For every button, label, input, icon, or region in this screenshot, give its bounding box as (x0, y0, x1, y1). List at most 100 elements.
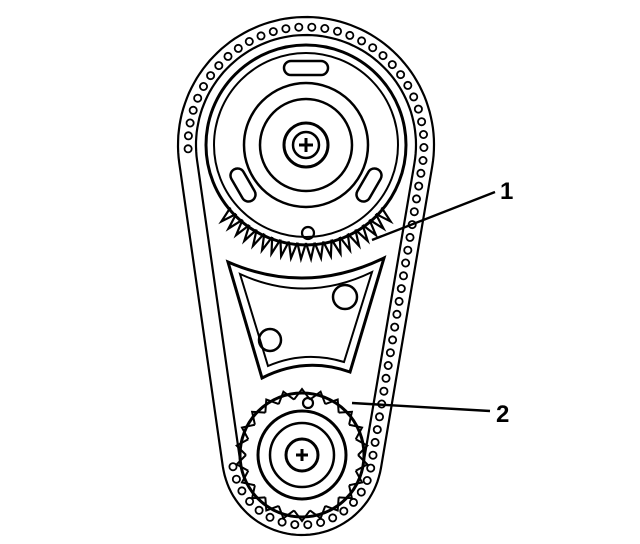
chain-link-roller (339, 506, 349, 516)
chain-link-roller (409, 207, 419, 217)
chain-link-roller (214, 61, 224, 71)
chain-guide (225, 255, 387, 381)
cam-timing-mark (300, 225, 316, 241)
chain-link-roller (244, 37, 254, 47)
chain-link-roller (398, 271, 408, 281)
chain-link-roller (403, 80, 413, 90)
callout-2: 2 (351, 401, 509, 428)
chain-link-roller (303, 520, 313, 530)
chain-link-roller (396, 70, 406, 80)
cam-bolt-washer (291, 130, 321, 160)
guide-bolt-hole-1 (331, 283, 359, 311)
chain-link-roller (356, 487, 366, 497)
chain-link-roller (411, 194, 421, 204)
cam-slot-left (229, 167, 257, 203)
chain-link-roller (374, 412, 384, 422)
chain-link-roller (385, 348, 395, 358)
chain-link-roller (183, 144, 193, 154)
chain-link-roller (328, 513, 338, 523)
chain-link-roller (387, 60, 397, 70)
guide-bolt-hole-2 (257, 327, 283, 353)
chain-link-roller (416, 168, 426, 178)
chain-link-roller (193, 93, 203, 103)
chain-link-roller (265, 512, 275, 522)
guide-plate (225, 255, 387, 381)
crank-bolt-head (284, 437, 320, 473)
cam-hub-outer (242, 81, 370, 209)
chain-link-roller (332, 26, 342, 36)
crank-hub-inner (268, 421, 336, 489)
crankshaft-sprocket (235, 387, 369, 523)
cam-bolt-head (282, 121, 330, 169)
chain-link-roller (368, 43, 378, 53)
chain-link-roller (378, 51, 388, 61)
chain-link-roller (379, 386, 389, 396)
cam-bolt-cross (299, 138, 313, 152)
chain-link-roller (231, 474, 241, 484)
guide-plate-inner (238, 270, 374, 368)
chain-link-roller (188, 105, 198, 115)
chain-link-roller (268, 27, 278, 37)
chain-link-roller (183, 131, 193, 141)
crank-hub-outer (256, 409, 348, 501)
camshaft-sprocket (204, 43, 408, 264)
chain-link-roller (401, 258, 411, 268)
chain-link-roller (414, 181, 424, 191)
chain-link-roller (281, 24, 291, 34)
callout-2-label: 2 (496, 401, 509, 428)
chain-link-roller (396, 284, 406, 294)
chain-link-roller (419, 142, 429, 152)
cam-slot-right (355, 167, 383, 203)
chain-link-roller (320, 23, 330, 33)
chain-link-roller (394, 296, 404, 306)
chain-link-roller (366, 463, 376, 473)
cam-sprocket-teeth (218, 206, 394, 264)
chain-link-roller (381, 373, 391, 383)
chain-link-roller (206, 71, 216, 81)
crank-bolt-cross (296, 449, 308, 461)
chain-link-roller (254, 505, 264, 515)
chain-link-roller (245, 496, 255, 506)
crank-timing-mark (301, 396, 315, 410)
chain-link-roller (390, 322, 400, 332)
chain-link-roller (277, 517, 287, 527)
chain-link-roller (370, 437, 380, 447)
chain-link-roller (294, 22, 304, 32)
chain-link-roller (348, 497, 358, 507)
chain-link-roller (413, 104, 423, 114)
chain-link-roller (368, 450, 378, 460)
chain-link-roller (198, 82, 208, 92)
cam-hub-inner (258, 97, 354, 193)
chain-link-roller (223, 51, 233, 61)
chain-link-roller (409, 92, 419, 102)
chain-outer-edge (176, 15, 436, 537)
chain-link-roller (237, 486, 247, 496)
chain-link-roller (307, 22, 317, 32)
callout-1-leader (371, 190, 496, 242)
chain-link-roller (290, 520, 300, 530)
chain-link-roller (316, 518, 326, 528)
chain-link-roller (362, 475, 372, 485)
chain-link-roller (233, 43, 243, 53)
crank-sprocket-teeth (235, 387, 369, 523)
chain-link-roller (392, 309, 402, 319)
cam-sprocket-face (213, 52, 399, 238)
chain-link-roller (357, 36, 367, 46)
chain-link-roller (418, 129, 428, 139)
chain-link-roller (256, 31, 266, 41)
chain-link-roller (388, 335, 398, 345)
cam-slot-top (282, 59, 330, 77)
chain-link-roller (403, 245, 413, 255)
chain-link-roller (417, 117, 427, 127)
callout-1-label: 1 (500, 178, 513, 205)
chain-link-roller (228, 462, 238, 472)
callout-2-leader (351, 401, 491, 413)
chain-link-roller (372, 425, 382, 435)
callout-1: 1 (371, 178, 513, 242)
chain-link-roller (345, 30, 355, 40)
timing-chain (176, 15, 436, 537)
chain-link-roller (185, 118, 195, 128)
chain-link-roller (405, 232, 415, 242)
chain-link-roller (418, 155, 428, 165)
